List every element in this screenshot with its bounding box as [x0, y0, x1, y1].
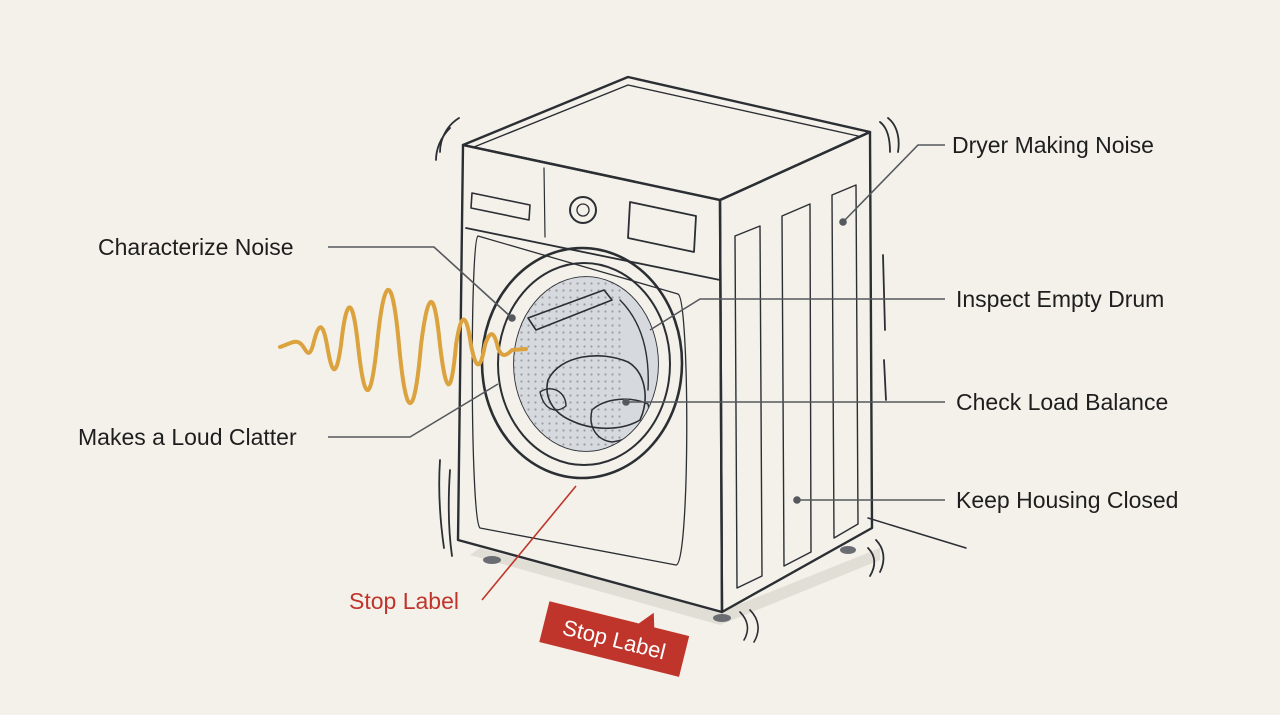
foot-back — [840, 546, 856, 554]
dryer-top — [461, 75, 872, 202]
vibration-marks — [435, 117, 900, 643]
label-keep-housing-closed: Keep Housing Closed — [956, 487, 1178, 513]
control-knob — [569, 196, 597, 224]
detergent-drawer — [470, 192, 531, 221]
floor-line — [867, 517, 967, 549]
leader-lines — [328, 144, 945, 601]
laundry-load — [546, 355, 646, 430]
control-display — [627, 201, 697, 253]
label-stop-label: Stop Label — [349, 588, 459, 614]
side-panel-ribs — [734, 184, 859, 589]
label-characterize-noise: Characterize Noise — [98, 234, 294, 260]
label-inspect-empty-drum: Inspect Empty Drum — [956, 286, 1164, 312]
label-check-load-balance: Check Load Balance — [956, 389, 1168, 415]
noise-wave-icon — [278, 288, 528, 405]
dryer-body — [456, 75, 874, 622]
floor-shadow — [470, 548, 880, 625]
foot-left — [483, 556, 501, 564]
dryer-side — [718, 130, 874, 614]
foot-right — [713, 614, 731, 622]
label-makes-a-loud-clatter: Makes a Loud Clatter — [78, 424, 297, 450]
stop-tag: Stop Label — [539, 601, 690, 677]
drum-interior — [514, 277, 658, 451]
label-dryer-making-noise: Dryer Making Noise — [952, 132, 1154, 158]
